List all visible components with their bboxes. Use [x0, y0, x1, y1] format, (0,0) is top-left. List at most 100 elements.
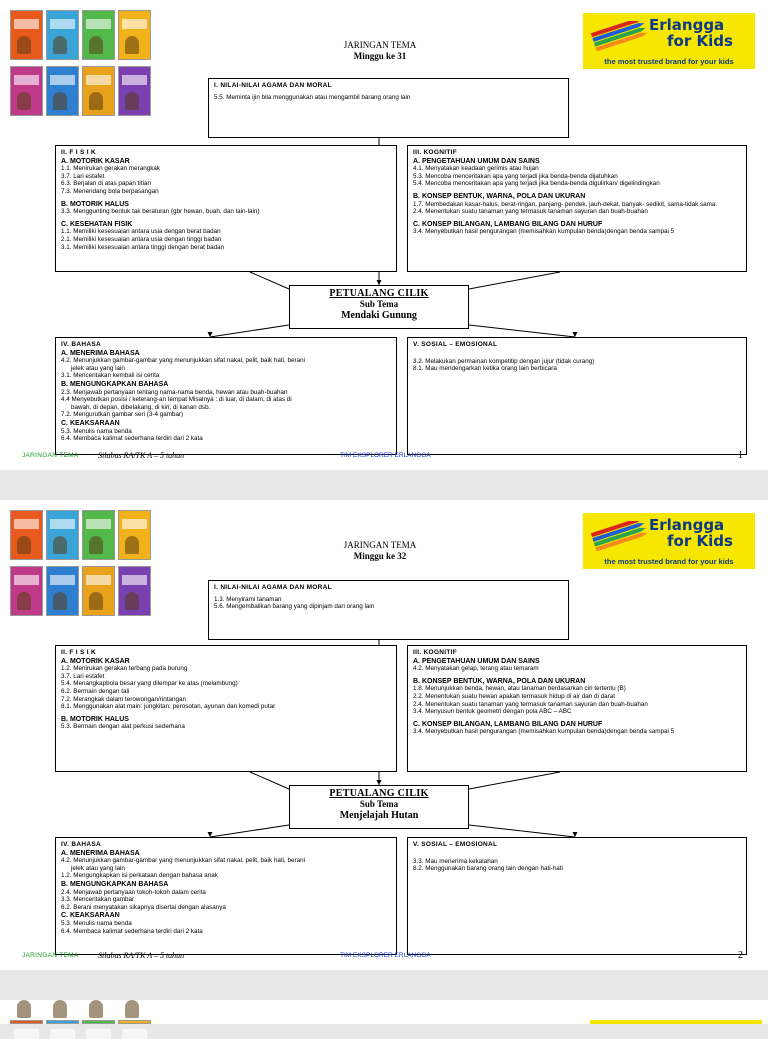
heading-title: JARINGAN TEMA	[343, 40, 417, 50]
section-item: 2.1. Memiliki kesesuaian antara usia den…	[61, 235, 222, 243]
section-gap	[61, 196, 391, 200]
section-item: 3.4. Menyebutkan hasil pengurangan (memi…	[413, 228, 675, 236]
heading-title: JARINGAN TEMA	[343, 540, 417, 550]
section-item: 4.2. Menyatakan gelap, terang atau temar…	[413, 665, 539, 673]
moral-heading: I. NILAI-NILAI AGAMA DAN MORAL	[214, 82, 332, 89]
section-item: 5.3. Menulis nama benda	[61, 919, 132, 927]
book-cover	[82, 510, 115, 560]
section-item: 6.4. Membaca kalimat sederhana terdiri d…	[61, 435, 203, 443]
section-gap	[413, 188, 741, 192]
book-cover	[10, 66, 43, 116]
connector-line	[468, 824, 576, 838]
heading-week: Minggu ke 31	[353, 51, 407, 61]
section-item: 7.2. Mengurutkan gambar seri (3-4 gambar…	[61, 411, 184, 419]
arrow-head	[572, 832, 578, 837]
connector-line	[249, 771, 290, 790]
connector-line	[209, 324, 290, 338]
connector-line	[468, 771, 561, 790]
book-covers-image	[10, 510, 158, 622]
fisik-box-heading: II. F I S I K	[61, 149, 96, 156]
section-item: 1.2. Mengungkapkan isi perkataan dengan …	[61, 872, 218, 880]
section-title: B. KONSEP BENTUK, WARNA, POLA DAN UKURAN	[413, 677, 586, 685]
spacer	[413, 349, 741, 358]
section-item: 2.2. Menentukan suatu hewan apakah terma…	[413, 692, 615, 700]
sosial-item: 8.2. Menggunakan barang orang lain denga…	[413, 865, 563, 873]
section-item: 2.3. Menjawab pertanyaan tentang nama-na…	[61, 388, 288, 396]
section-item: 4.2. Menunjukkan gambar-gambar yang menu…	[61, 357, 305, 365]
section-item: 5.3. Mencoba menceritakan apa yang terja…	[413, 172, 618, 180]
crayons-icon	[590, 521, 647, 551]
footer-left-label: JARINGAN TEMA	[22, 452, 79, 459]
section-gap	[61, 711, 391, 715]
logo-name-line2: for Kids	[667, 532, 733, 550]
bahasa-box-heading: IV. BAHASA	[61, 841, 101, 848]
logo-tagline: the most trusted brand for your kids	[604, 57, 734, 66]
section-item: 1.1. Menirukan gerakan merangkak	[61, 165, 161, 173]
section-item: 3.7. Lari estafet	[61, 172, 105, 180]
kognitif-box-heading: III. KOGNITIF	[413, 649, 457, 656]
section-title: C. KEAKSARAAN	[61, 912, 120, 920]
logo-tagline: the most trusted brand for your kids	[604, 557, 734, 566]
page-number: 1	[738, 450, 743, 461]
footer-left-label: JARINGAN TEMA	[22, 952, 79, 959]
theme-title: PETUALANG CILIK	[329, 288, 429, 299]
section-item: 3.3. Menggunting bentuk tak beraturan (g…	[61, 208, 260, 216]
section-item: 1.2. Menirukan gerakan terbang pada buru…	[61, 665, 188, 673]
book-cover	[10, 510, 43, 560]
sosial-item: 3.3. Mau menerima kekalahan	[413, 857, 498, 865]
footer-team: TIM EKSPLORER ERLANGGA	[340, 952, 431, 959]
section-item: 6.3. Berjalan di atas papan titian	[61, 180, 151, 188]
subtheme-label: Sub Tema	[359, 799, 399, 809]
section-item: 6.2. Bermain dengan tali	[61, 687, 130, 695]
section-item: 3.7. Lari estafet	[61, 672, 105, 680]
book-covers-image	[10, 1000, 158, 1039]
section-item: bawah, di depan, dibelakang, di kiri, di…	[71, 403, 211, 411]
section-gap	[413, 673, 741, 677]
connector-line	[249, 271, 290, 290]
book-cover	[10, 1000, 43, 1039]
book-cover	[46, 10, 79, 60]
book-cover	[118, 566, 151, 616]
book-cover	[82, 10, 115, 60]
section-item: 5.4. Mencoba menceritakan apa yang terja…	[413, 180, 660, 188]
bahasa-box-heading: IV. BAHASA	[61, 341, 101, 348]
section-title: B. MENGUNGKAPKAN BAHASA	[61, 880, 169, 888]
moral-item: 5.5. Meminta ijin bila menggunakan atau …	[214, 93, 411, 101]
section-item: 1.8. Menunjukkan benda, hewan, atau tana…	[413, 685, 626, 693]
arrow-head	[207, 332, 213, 337]
book-cover	[46, 1000, 79, 1039]
arrow-head	[376, 280, 382, 285]
section-title: A. MOTORIK KASAR	[61, 657, 130, 665]
section-item: 3.1. Memiliki kesesuaian antara tinggi d…	[61, 243, 225, 251]
section-item: 1.1. Memiliki kesesuaian antara usia den…	[61, 228, 221, 236]
book-covers-image	[10, 10, 158, 122]
section-item: 6.2. Berani menyatakan sikapnya disertai…	[61, 903, 226, 911]
section-title: C. KESEHATAN FISIK	[61, 220, 133, 228]
connector-line	[468, 271, 561, 290]
book-cover	[118, 66, 151, 116]
book-cover	[118, 510, 151, 560]
section-item: 7.2. Merangkak dalam terowongan/rintanga…	[61, 695, 186, 703]
section-item: 3.1. Menceritakan kembali isi cerita	[61, 372, 160, 380]
subtheme-label: Sub Tema	[359, 299, 399, 309]
section-title: B. MOTORIK HALUS	[61, 200, 129, 208]
kognitif-box-heading: III. KOGNITIF	[413, 149, 457, 156]
section-item: 3.4. Menyusun bentuk geometri dengan pol…	[413, 708, 572, 716]
section-title: C. KEAKSARAAN	[61, 419, 120, 427]
book-cover	[82, 66, 115, 116]
section-title: B. MOTORIK HALUS	[61, 715, 129, 723]
section-item: jelek atau yang lain	[71, 864, 125, 872]
section-title: B. MENGUNGKAPKAN BAHASA	[61, 380, 169, 388]
page-number: 2	[738, 950, 743, 961]
section-item: 6.4. Membaca kalimat sederhana terdiri d…	[61, 927, 203, 935]
